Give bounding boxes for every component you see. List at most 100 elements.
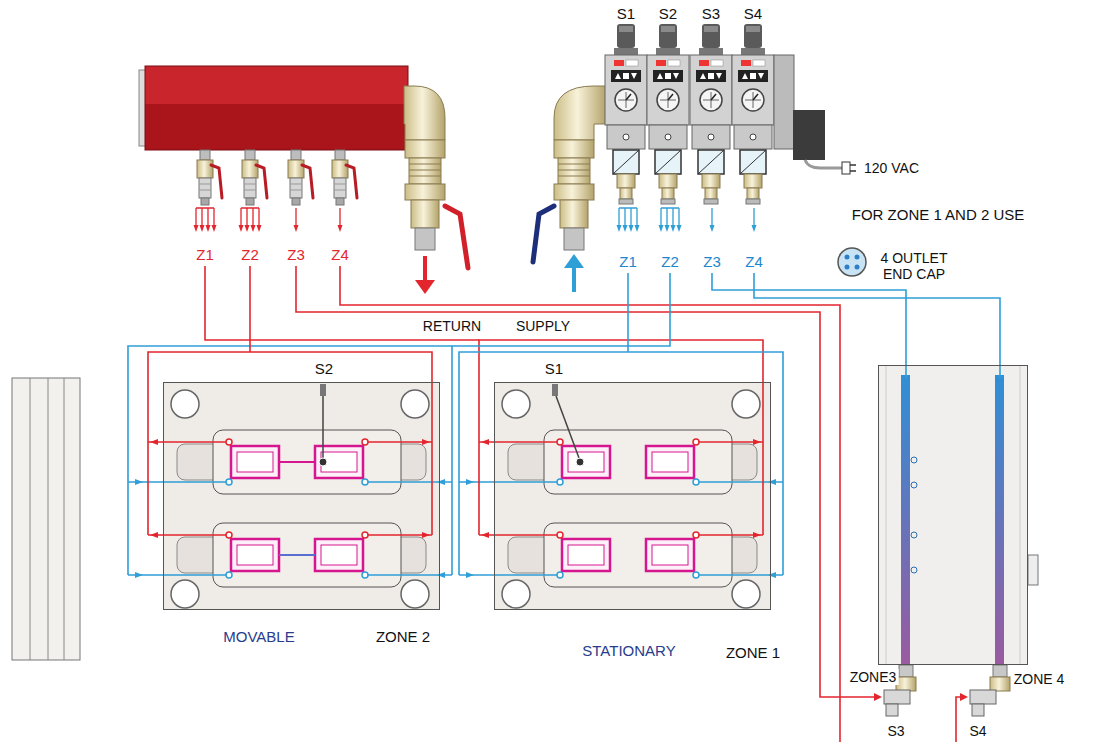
sensor-probe bbox=[552, 384, 558, 396]
supply-line bbox=[452, 273, 670, 346]
zone-fitting bbox=[899, 665, 913, 677]
supply-line bbox=[627, 273, 629, 352]
end-cap-icon bbox=[838, 248, 866, 276]
valve-label: S2 bbox=[657, 5, 679, 22]
sensor-probe bbox=[556, 396, 579, 458]
return-manifold bbox=[145, 66, 408, 104]
supply-fitting bbox=[533, 206, 554, 262]
right-insert-block bbox=[886, 365, 1020, 665]
zone-label: ZONE3 bbox=[848, 669, 899, 685]
mold-insert-block: ZONE3ZONE 4 bbox=[878, 365, 1028, 665]
right-insert-block bbox=[878, 365, 1038, 665]
end-cap-icon bbox=[855, 255, 860, 260]
zone-label: ZONE 1 bbox=[724, 644, 782, 661]
ball-valve bbox=[197, 150, 222, 205]
return-line bbox=[249, 266, 251, 352]
supply-fitting bbox=[554, 86, 606, 140]
cavity-link bbox=[279, 461, 315, 463]
cooling-loop bbox=[148, 352, 432, 535]
supply-zone-label: Z3 bbox=[701, 253, 723, 270]
supply-fitting bbox=[558, 158, 590, 184]
valve-controller bbox=[850, 165, 856, 171]
flow-label: SUPPLY bbox=[514, 318, 572, 334]
end-cap-icon bbox=[855, 265, 860, 270]
sensor-probe bbox=[322, 396, 324, 458]
right-insert-block bbox=[878, 365, 1028, 665]
flow-valve-module bbox=[605, 24, 647, 204]
return-fitting bbox=[409, 158, 441, 184]
return-manifold bbox=[145, 66, 408, 150]
power-label: 120 VAC bbox=[862, 160, 921, 176]
sensor-label: S4 bbox=[967, 723, 988, 739]
flow-valve-module bbox=[647, 24, 689, 204]
valve-label: S1 bbox=[615, 5, 637, 22]
flow-valve-module bbox=[690, 24, 732, 204]
sensor-label: S3 bbox=[885, 723, 906, 739]
supply-line bbox=[754, 273, 1000, 378]
outlet-symbol bbox=[294, 208, 299, 232]
plate-name: MOVABLE bbox=[221, 628, 296, 645]
right-insert-block bbox=[911, 457, 917, 463]
return-fitting bbox=[415, 228, 435, 250]
cooling-loop bbox=[459, 352, 783, 575]
clamp-plate bbox=[12, 378, 80, 660]
return-fitting bbox=[415, 280, 435, 294]
cooling-loop bbox=[479, 340, 763, 535]
outlet-symbol bbox=[239, 208, 262, 232]
sensor-probe bbox=[319, 458, 327, 466]
supply-fitting bbox=[560, 200, 588, 228]
outlet-symbol bbox=[617, 208, 640, 232]
flow-valve-module bbox=[732, 24, 774, 204]
valve-label: S4 bbox=[742, 5, 764, 22]
zone-fitting bbox=[990, 677, 1010, 691]
right-insert-block bbox=[901, 375, 910, 665]
supply-line bbox=[712, 273, 906, 378]
stationary-plate-art bbox=[459, 382, 783, 610]
return-fitting bbox=[404, 86, 468, 294]
return-zone-label: Z1 bbox=[194, 246, 216, 263]
sensor-label: S1 bbox=[543, 360, 565, 377]
cavity-link bbox=[279, 554, 315, 556]
right-insert-block bbox=[1028, 555, 1038, 585]
return-fitting bbox=[445, 206, 468, 268]
outlet-symbol bbox=[194, 208, 217, 232]
return-arrowhead bbox=[874, 693, 968, 701]
zone-label: ZONE 2 bbox=[374, 628, 432, 645]
zone-fitting bbox=[884, 665, 1010, 716]
return-manifold bbox=[145, 104, 408, 150]
supply-line bbox=[452, 273, 1000, 378]
valve-controller bbox=[774, 55, 794, 149]
clamp-plate bbox=[30, 378, 64, 660]
return-fitting bbox=[411, 200, 439, 228]
supply-fitting bbox=[558, 164, 590, 176]
supply-zone-label: Z4 bbox=[743, 253, 765, 270]
right-insert-block bbox=[911, 532, 917, 538]
outlet-symbol bbox=[752, 208, 757, 232]
supply-fitting bbox=[554, 184, 594, 200]
sensor-probe bbox=[319, 384, 584, 466]
valve-controller bbox=[805, 160, 842, 168]
supply-zone-label: Z1 bbox=[617, 253, 639, 270]
zone-fitting bbox=[896, 677, 916, 691]
movable-plate-art bbox=[128, 382, 452, 610]
return-zone-label: Z4 bbox=[329, 246, 351, 263]
right-insert-block bbox=[911, 567, 917, 573]
end-cap-icon bbox=[838, 248, 866, 276]
zone-fitting bbox=[886, 704, 898, 716]
return-fitting bbox=[405, 140, 445, 158]
return-fitting bbox=[404, 86, 445, 140]
return-fitting bbox=[405, 184, 445, 200]
cavity-link bbox=[279, 462, 315, 555]
ball-valve bbox=[288, 150, 313, 205]
outlet-symbol bbox=[710, 208, 715, 232]
return-line bbox=[205, 266, 964, 742]
return-arrowhead bbox=[874, 693, 882, 701]
ball-valve bbox=[332, 150, 357, 205]
return-zone-label: Z3 bbox=[285, 246, 307, 263]
mold-plate: S2MOVABLEZONE 2 bbox=[163, 382, 440, 610]
right-insert-block bbox=[995, 375, 1004, 665]
return-manifold bbox=[139, 66, 408, 150]
ball-valve bbox=[242, 150, 267, 205]
valve-controller bbox=[793, 110, 825, 160]
